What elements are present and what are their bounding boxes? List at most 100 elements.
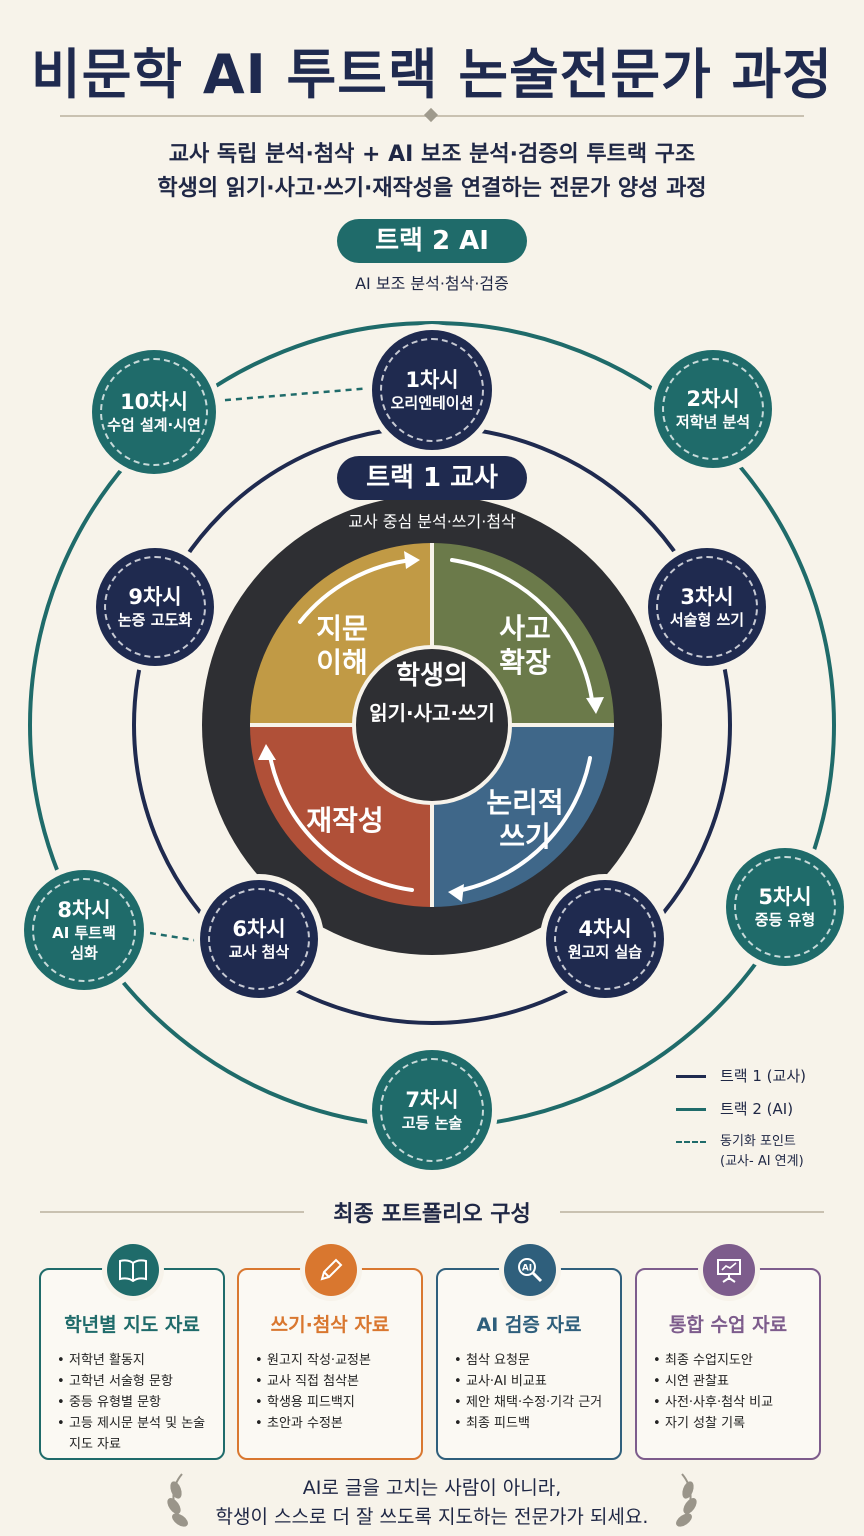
session-node-9: 9차시 논증 고도화 <box>96 548 214 666</box>
card-title: AI 검증 자료 <box>476 1314 582 1336</box>
session-3-topic: 서술형 쓰기 <box>669 611 745 629</box>
legend-swatch-sync <box>676 1141 706 1143</box>
cycle-arrows <box>268 558 594 892</box>
closing-line-1: AI로 글을 고치는 사람이 아니라, <box>302 1477 562 1499</box>
session-2-title: 2차시 <box>686 387 740 411</box>
session-5-title: 5차시 <box>758 885 812 909</box>
card-title: 쓰기·첨삭 자료 <box>270 1314 390 1336</box>
legend-label-track1: 트랙 1 (교사) <box>720 1067 806 1085</box>
closing-line-2: 학생이 스스로 더 잘 쓰도록 지도하는 전문가가 되세요. <box>215 1506 649 1528</box>
session-node-5: 5차시 중등 유형 <box>726 848 844 966</box>
legend-item-sync: 동기화 포인트 (교사- AI 연계) <box>676 1132 846 1172</box>
session-1-topic: 오리엔테이션 <box>390 394 474 412</box>
legend-label-track2: 트랙 2 (AI) <box>720 1100 794 1118</box>
subtitle-line-2: 학생의 읽기·사고·쓰기·재작성을 연결하는 전문가 양성 과정 <box>157 176 707 201</box>
list-item: 원고지 작성·교정본 <box>255 1350 415 1371</box>
cycle-arrowheads <box>258 551 604 902</box>
session-9-topic: 논증 고도화 <box>117 611 193 629</box>
card-item-list: 최종 수업지도안 시연 관찰표 사전·사후·첨삭 비교 자기 성찰 기록 <box>653 1350 813 1434</box>
center-line-1: 학생의 <box>396 661 468 691</box>
section-divider-right <box>560 1211 824 1213</box>
list-item: 저학년 활동지 <box>57 1350 217 1371</box>
list-item: 자기 성찰 기록 <box>653 1413 813 1434</box>
center-circle <box>352 645 512 805</box>
legend-item-track2: 트랙 2 (AI) <box>676 1099 846 1120</box>
session-6-title: 6차시 <box>232 917 286 941</box>
quadrant-label-logical-writing: 논리적 쓰기 <box>486 786 564 853</box>
quadrant-label-rewriting: 재작성 <box>306 804 384 837</box>
ai-search-icon: AI <box>504 1244 556 1296</box>
svg-text:AI: AI <box>522 1264 532 1274</box>
card-title: 학년별 지도 자료 <box>64 1314 200 1336</box>
session-1-title: 1차시 <box>405 368 459 392</box>
session-node-4: 4차시 원고지 실습 <box>546 880 664 998</box>
track2-pill: 트랙 2 AI <box>337 219 527 263</box>
subtitle-line-1: 교사 독립 분석·첨삭 + AI 보조 분석·검증의 투트랙 구조 <box>168 142 696 167</box>
session-node-3: 3차시 서술형 쓰기 <box>648 548 766 666</box>
list-item: 중등 유형별 문항 <box>57 1392 217 1413</box>
sync-link-8-6 <box>149 931 207 944</box>
session-3-title: 3차시 <box>680 585 734 609</box>
session-9-title: 9차시 <box>128 585 182 609</box>
laurel-left-icon <box>167 1473 188 1527</box>
list-item: 학생용 피드백지 <box>255 1392 415 1413</box>
session-7-topic: 고등 논술 <box>401 1114 463 1132</box>
track2-caption: AI 보조 분석·첨삭·검증 <box>355 274 509 293</box>
list-item: 최종 피드백 <box>454 1413 614 1434</box>
quadrant-label-comprehension: 지문 이해 <box>316 612 368 679</box>
presentation-icon <box>703 1244 755 1296</box>
session-10-title: 10차시 <box>120 390 188 414</box>
sync-link-10-1 <box>213 386 373 403</box>
book-icon <box>107 1244 159 1296</box>
center-line-2: 읽기·사고·쓰기 <box>369 701 495 725</box>
legend-label-sync: 동기화 포인트 (교사- AI 연계) <box>720 1134 804 1169</box>
list-item: 첨삭 요청문 <box>454 1350 614 1371</box>
legend-swatch-track2 <box>676 1108 706 1111</box>
track1-pill: 트랙 1 교사 <box>337 456 527 500</box>
page-title: 비문학 AI 투트랙 논술전문가 과정 <box>31 43 833 106</box>
list-item: 최종 수업지도안 <box>653 1350 813 1371</box>
session-5-topic: 중등 유형 <box>754 911 816 929</box>
legend-swatch-track1 <box>676 1075 706 1078</box>
quadrant-label-thinking: 사고 확장 <box>499 612 551 679</box>
session-8-topic: AI 투트랙 심화 <box>52 924 116 962</box>
closing-message: AI로 글을 고치는 사람이 아니라, 학생이 스스로 더 잘 쓰도록 지도하는… <box>0 1474 864 1532</box>
session-4-title: 4차시 <box>578 917 632 941</box>
session-4-topic: 원고지 실습 <box>567 943 643 961</box>
laurel-right-icon <box>676 1473 697 1527</box>
portfolio-card-writing-feedback: 쓰기·첨삭 자료 원고지 작성·교정본 교사 직접 첨삭본 학생용 피드백지 초… <box>237 1244 423 1460</box>
session-node-10: 10차시 수업 설계·시연 <box>92 350 216 474</box>
pencil-icon <box>305 1244 357 1296</box>
session-node-1: 1차시 오리엔테이션 <box>372 330 492 450</box>
list-item: 고등 제시문 분석 및 논술 지도 자료 <box>57 1413 217 1455</box>
list-item: 고학년 서술형 문항 <box>57 1371 217 1392</box>
list-item: 시연 관찰표 <box>653 1371 813 1392</box>
card-item-list: 저학년 활동지 고학년 서술형 문항 중등 유형별 문항 고등 제시문 분석 및… <box>57 1350 217 1455</box>
session-2-topic: 저학년 분석 <box>675 413 751 431</box>
list-item: 사전·사후·첨삭 비교 <box>653 1392 813 1413</box>
track1-caption: 교사 중심 분석·쓰기·첨삭 <box>348 512 516 531</box>
session-7-title: 7차시 <box>405 1088 459 1112</box>
session-8-title: 8차시 <box>57 898 111 922</box>
session-10-topic: 수업 설계·시연 <box>107 416 201 434</box>
section-divider-left <box>40 1211 304 1213</box>
portfolio-title: 최종 포트폴리오 구성 <box>333 1202 531 1227</box>
session-node-7: 7차시 고등 논술 <box>372 1050 492 1170</box>
session-6-topic: 교사 첨삭 <box>228 943 290 961</box>
portfolio-card-ai-verification: AI AI 검증 자료 첨삭 요청문 교사·AI 비교표 제안 채택·수정·기각… <box>436 1244 622 1460</box>
list-item: 교사 직접 첨삭본 <box>255 1371 415 1392</box>
card-item-list: 첨삭 요청문 교사·AI 비교표 제안 채택·수정·기각 근거 최종 피드백 <box>454 1350 614 1434</box>
list-item: 초안과 수정본 <box>255 1413 415 1434</box>
session-node-2: 2차시 저학년 분석 <box>654 350 772 468</box>
card-title: 통합 수업 자료 <box>668 1314 788 1336</box>
center-label: 학생의 읽기·사고·쓰기 <box>342 656 522 730</box>
portfolio-card-grade-materials: 학년별 지도 자료 저학년 활동지 고학년 서술형 문항 중등 유형별 문항 고… <box>39 1244 225 1460</box>
legend-item-track1: 트랙 1 (교사) <box>676 1066 846 1087</box>
session-node-8: 8차시 AI 투트랙 심화 <box>24 870 144 990</box>
legend: 트랙 1 (교사) 트랙 2 (AI) 동기화 포인트 (교사- AI 연계) <box>676 1066 846 1184</box>
list-item: 제안 채택·수정·기각 근거 <box>454 1392 614 1413</box>
session-node-6: 6차시 교사 첨삭 <box>200 880 318 998</box>
list-item: 교사·AI 비교표 <box>454 1371 614 1392</box>
card-item-list: 원고지 작성·교정본 교사 직접 첨삭본 학생용 피드백지 초안과 수정본 <box>255 1350 415 1434</box>
